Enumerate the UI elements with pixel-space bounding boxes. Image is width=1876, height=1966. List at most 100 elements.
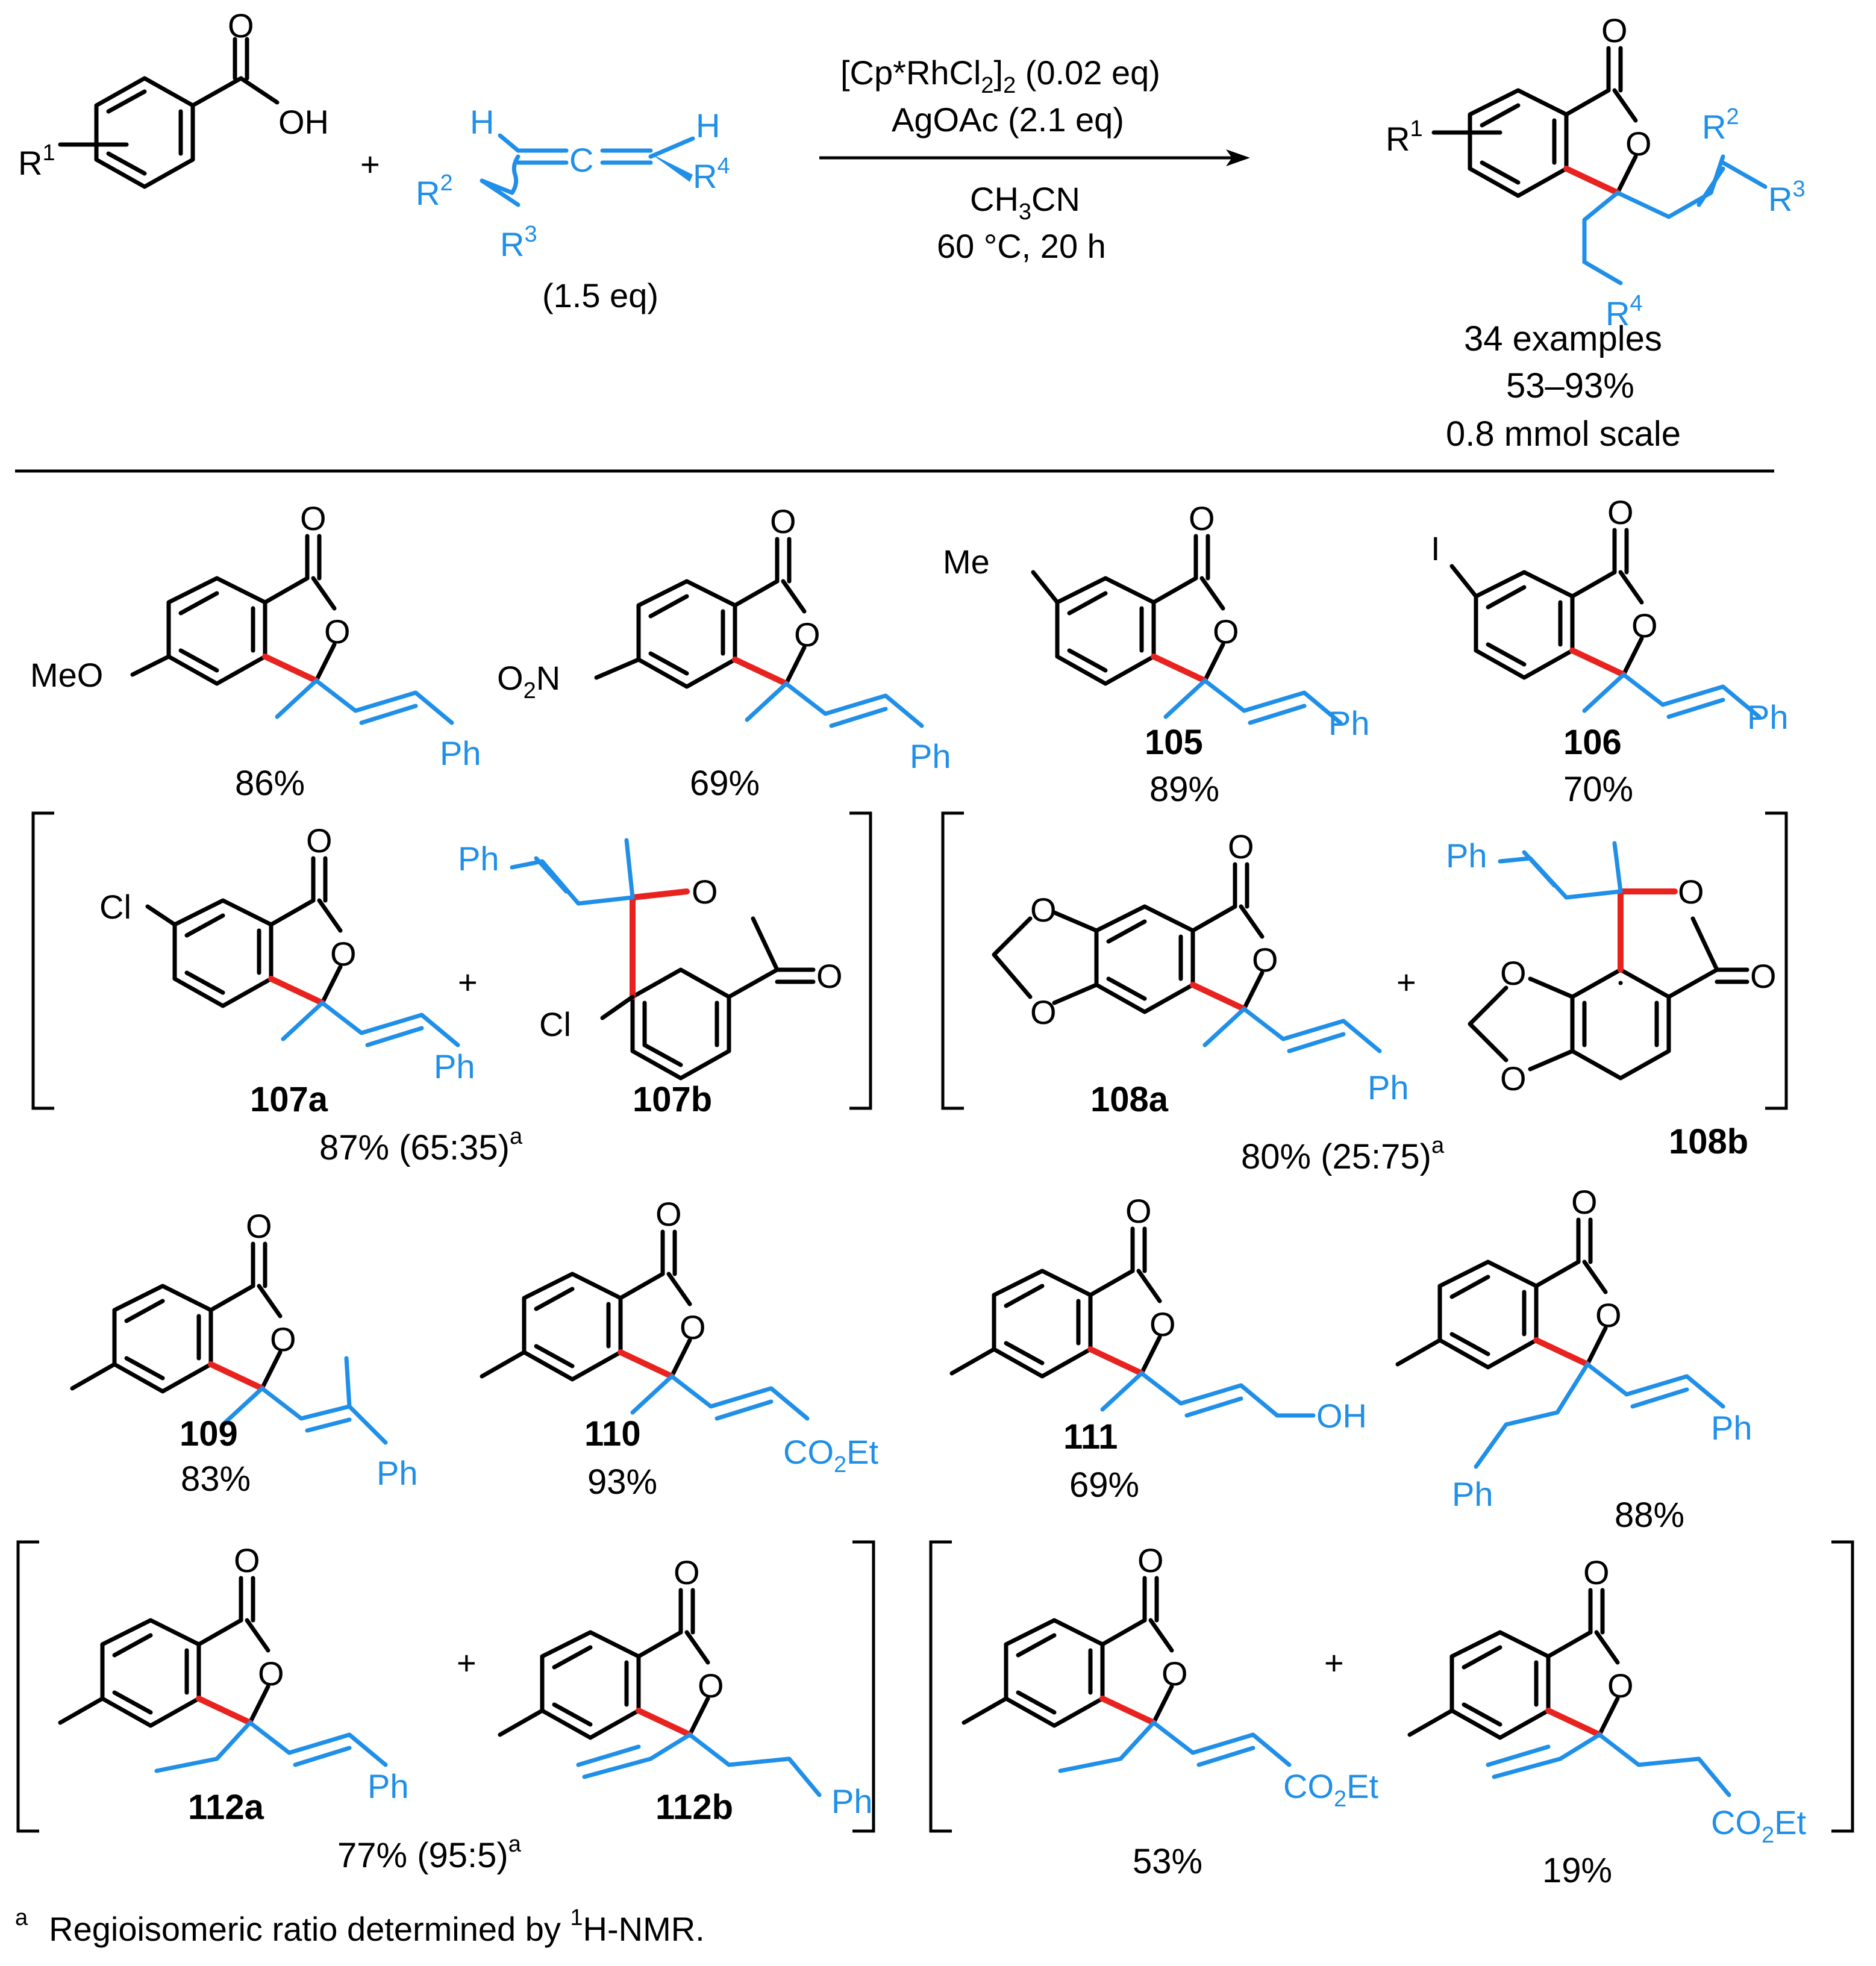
temperature-time: 60 °C, 20 h bbox=[937, 227, 1106, 265]
bracket-112 bbox=[16, 1540, 875, 1833]
svg-text:O: O bbox=[1750, 957, 1777, 995]
yield-105: 89% bbox=[1149, 770, 1219, 809]
compound-ester-a: O O CO2Et bbox=[961, 1541, 1378, 1812]
product-r4: R4 bbox=[1606, 291, 1643, 332]
compound-ester-b: O O CO2Et bbox=[1407, 1553, 1806, 1848]
yield-109: 83% bbox=[181, 1459, 251, 1499]
r1-label: R1 bbox=[18, 140, 55, 182]
label-112a: 112a bbox=[188, 1788, 264, 1827]
chloro-label: Cl bbox=[99, 888, 131, 926]
svg-text:O: O bbox=[1607, 1667, 1634, 1705]
svg-text:O: O bbox=[246, 1207, 272, 1245]
label-107a: 107a bbox=[250, 1080, 328, 1119]
svg-text:O: O bbox=[258, 1655, 284, 1693]
svg-text:O: O bbox=[300, 499, 327, 537]
svg-text:O: O bbox=[1678, 873, 1704, 911]
bracket-ester bbox=[929, 1540, 1854, 1833]
svg-text:O: O bbox=[1213, 613, 1239, 651]
phenyl-label: Ph bbox=[831, 1782, 873, 1820]
bracket-108 bbox=[941, 811, 1788, 1110]
label-108a: 108a bbox=[1090, 1080, 1169, 1119]
svg-text:O: O bbox=[794, 616, 821, 654]
svg-text:O: O bbox=[1162, 1655, 1188, 1693]
catalyst: [Cp*RhCl2]2 (0.02 eq) bbox=[840, 54, 1160, 98]
product-r3: R3 bbox=[1768, 176, 1806, 218]
plus-sign: + bbox=[360, 145, 380, 183]
label-110: 110 bbox=[584, 1414, 641, 1453]
svg-text:O: O bbox=[674, 1553, 700, 1591]
label-109: 109 bbox=[180, 1414, 238, 1453]
svg-text:O: O bbox=[1125, 1192, 1152, 1230]
bracket-107 bbox=[31, 811, 872, 1110]
allene-reagent: H C H R4 R2 R3 (1.5 eq) bbox=[416, 103, 730, 314]
phenyl-label: Ph bbox=[1747, 698, 1789, 736]
allene-r3: R3 bbox=[500, 222, 537, 263]
label-112b: 112b bbox=[655, 1788, 733, 1827]
plus-ester: + bbox=[1324, 1644, 1344, 1682]
substrate-benzoic-acid: O OH R1 bbox=[18, 7, 329, 189]
svg-text:O: O bbox=[1571, 1183, 1598, 1221]
label-107b: 107b bbox=[633, 1080, 712, 1119]
reaction-scale: 0.8 mmol scale bbox=[1446, 414, 1681, 454]
acid-carbonyl-o: O bbox=[228, 7, 254, 45]
compound-112b: O O Ph bbox=[498, 1553, 873, 1820]
label-108b: 108b bbox=[1669, 1122, 1748, 1161]
svg-text:O: O bbox=[324, 613, 351, 651]
compound-nitro: O O O2N Ph bbox=[497, 502, 951, 775]
general-product: R1 O O R2 R3 R4 bbox=[1386, 11, 1806, 332]
phenyl-label: Ph bbox=[458, 840, 499, 878]
compound-phenethyl: O O Ph Ph bbox=[1395, 1183, 1752, 1513]
svg-text:O: O bbox=[692, 873, 718, 911]
yield-ester-a: 53% bbox=[1133, 1842, 1202, 1881]
iodo-label: I bbox=[1431, 529, 1440, 567]
phenyl-label: Ph bbox=[377, 1454, 418, 1492]
acid-oh: OH bbox=[278, 103, 329, 141]
allene-h2: H bbox=[696, 107, 720, 145]
yield-110: 93% bbox=[587, 1462, 657, 1502]
svg-text:O: O bbox=[1252, 941, 1278, 979]
label-105: 105 bbox=[1145, 723, 1203, 762]
svg-text:O: O bbox=[1595, 1296, 1622, 1334]
ester-label: CO2Et bbox=[1711, 1803, 1806, 1848]
product-ring-o: O bbox=[1625, 125, 1652, 163]
reaction-conditions: [Cp*RhCl2]2 (0.02 eq) AgOAc (2.1 eq) CH3… bbox=[819, 54, 1250, 265]
phenyl-label: Ph bbox=[1711, 1409, 1752, 1447]
svg-text:O: O bbox=[270, 1320, 296, 1358]
allene-r4: R4 bbox=[693, 154, 730, 195]
svg-text:O: O bbox=[1500, 954, 1527, 992]
phenyl-label: Ph bbox=[434, 1047, 475, 1085]
svg-text:O: O bbox=[1500, 1059, 1527, 1097]
oxidant: AgOAc (2.1 eq) bbox=[892, 101, 1124, 139]
compound-methoxy: O O MeO Ph bbox=[30, 499, 481, 772]
svg-text:O: O bbox=[1137, 1541, 1164, 1579]
svg-text:O: O bbox=[680, 1308, 706, 1346]
svg-text:O: O bbox=[1030, 993, 1057, 1031]
plus-112: + bbox=[457, 1644, 477, 1682]
phenyl-label: Ph bbox=[910, 737, 951, 775]
examples-count: 34 examples bbox=[1464, 319, 1662, 358]
chloro-label: Cl bbox=[539, 1005, 571, 1043]
svg-text:O: O bbox=[1228, 828, 1254, 866]
svg-text:O: O bbox=[330, 935, 357, 973]
compound-107a: O O Cl Ph bbox=[99, 822, 475, 1085]
svg-text:O: O bbox=[1030, 891, 1057, 929]
yield-111: 69% bbox=[1069, 1465, 1139, 1505]
plus-108: + bbox=[1396, 963, 1416, 1001]
compound-112a: O O Ph bbox=[58, 1541, 409, 1805]
yield-nitro: 69% bbox=[690, 764, 760, 803]
svg-text:O: O bbox=[698, 1667, 724, 1705]
phenyl-label: Ph bbox=[1446, 837, 1487, 875]
phenyl-label: Ph bbox=[367, 1767, 409, 1805]
yield-range: 53–93% bbox=[1506, 366, 1634, 405]
svg-text:O: O bbox=[1631, 607, 1658, 644]
ester-label: CO2Et bbox=[1283, 1767, 1378, 1812]
solvent: CH3CN bbox=[970, 180, 1080, 225]
yield-phenethyl: 88% bbox=[1615, 1496, 1684, 1535]
allene-h1: H bbox=[470, 103, 494, 141]
svg-text:O: O bbox=[234, 1541, 260, 1579]
svg-text:O: O bbox=[1189, 499, 1215, 537]
svg-text:O: O bbox=[770, 502, 796, 540]
label-106: 106 bbox=[1563, 723, 1622, 762]
svg-text:O: O bbox=[1583, 1553, 1610, 1591]
